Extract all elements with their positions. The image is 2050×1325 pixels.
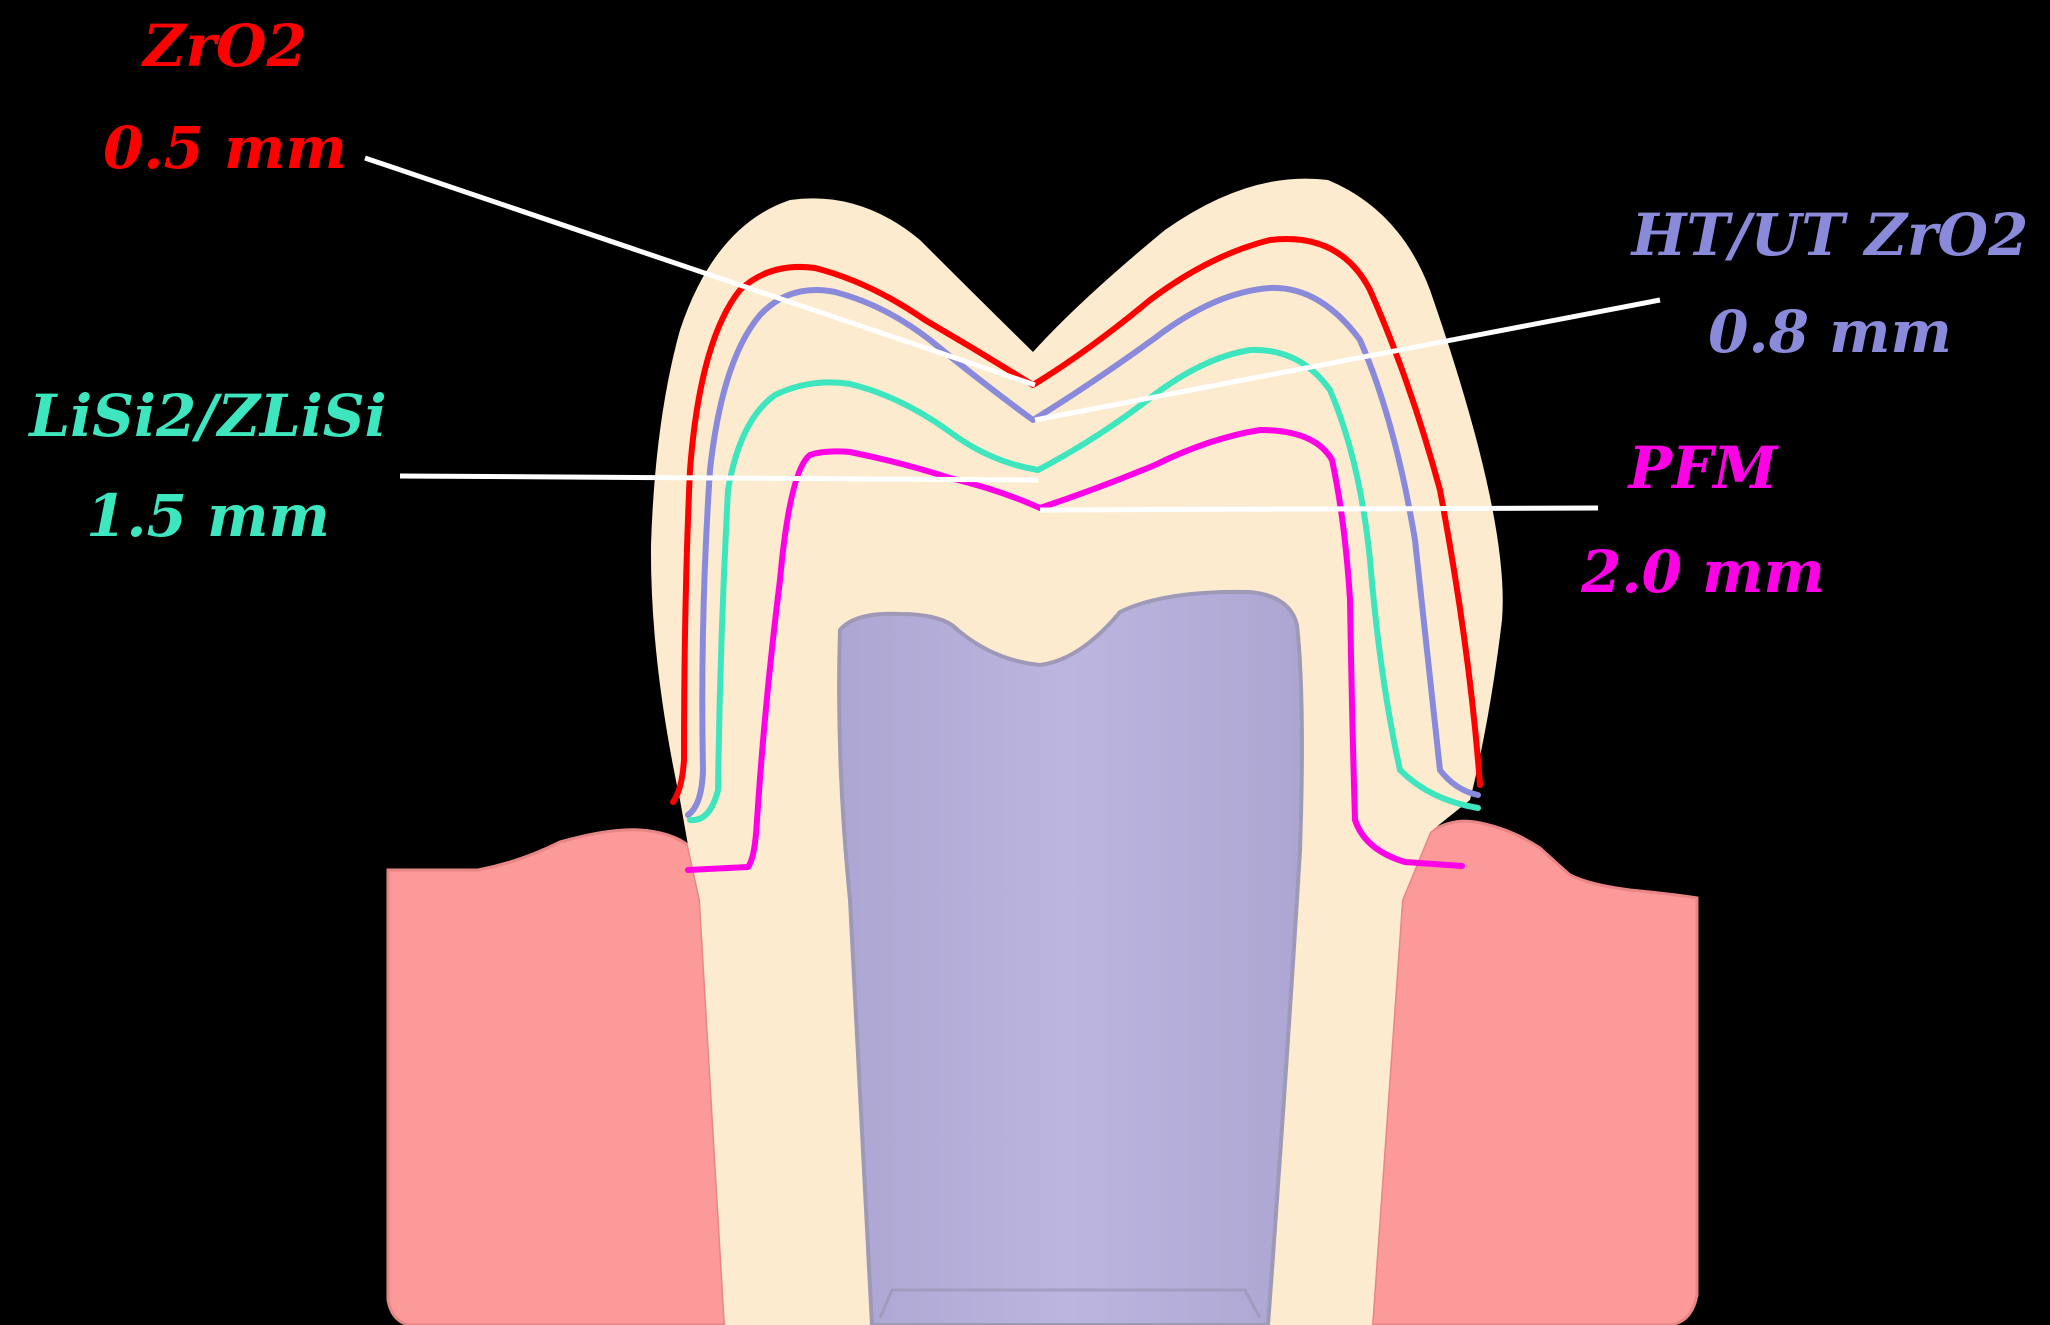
label-zro2-thickness: 0.5 mm [103,114,347,182]
gum-right [1372,821,1697,1325]
label-ht-ut-zro2-thickness: 0.8 mm [1708,298,1952,366]
label-ht-ut-zro2-name: HT/UT ZrO2 [1630,201,2029,269]
label-lisi2-zlisi-name: LiSi2/ZLiSi [27,382,386,450]
pointer-line-pfm [1040,508,1598,510]
gum-left [388,830,725,1325]
label-lisi2-zlisi-thickness: 1.5 mm [86,482,330,550]
label-pfm-thickness: 2.0 mm [1580,538,1825,606]
label-pfm-name: PFM [1627,434,1780,502]
label-zro2-name: ZrO2 [141,12,307,80]
pulp-chamber [839,592,1302,1325]
